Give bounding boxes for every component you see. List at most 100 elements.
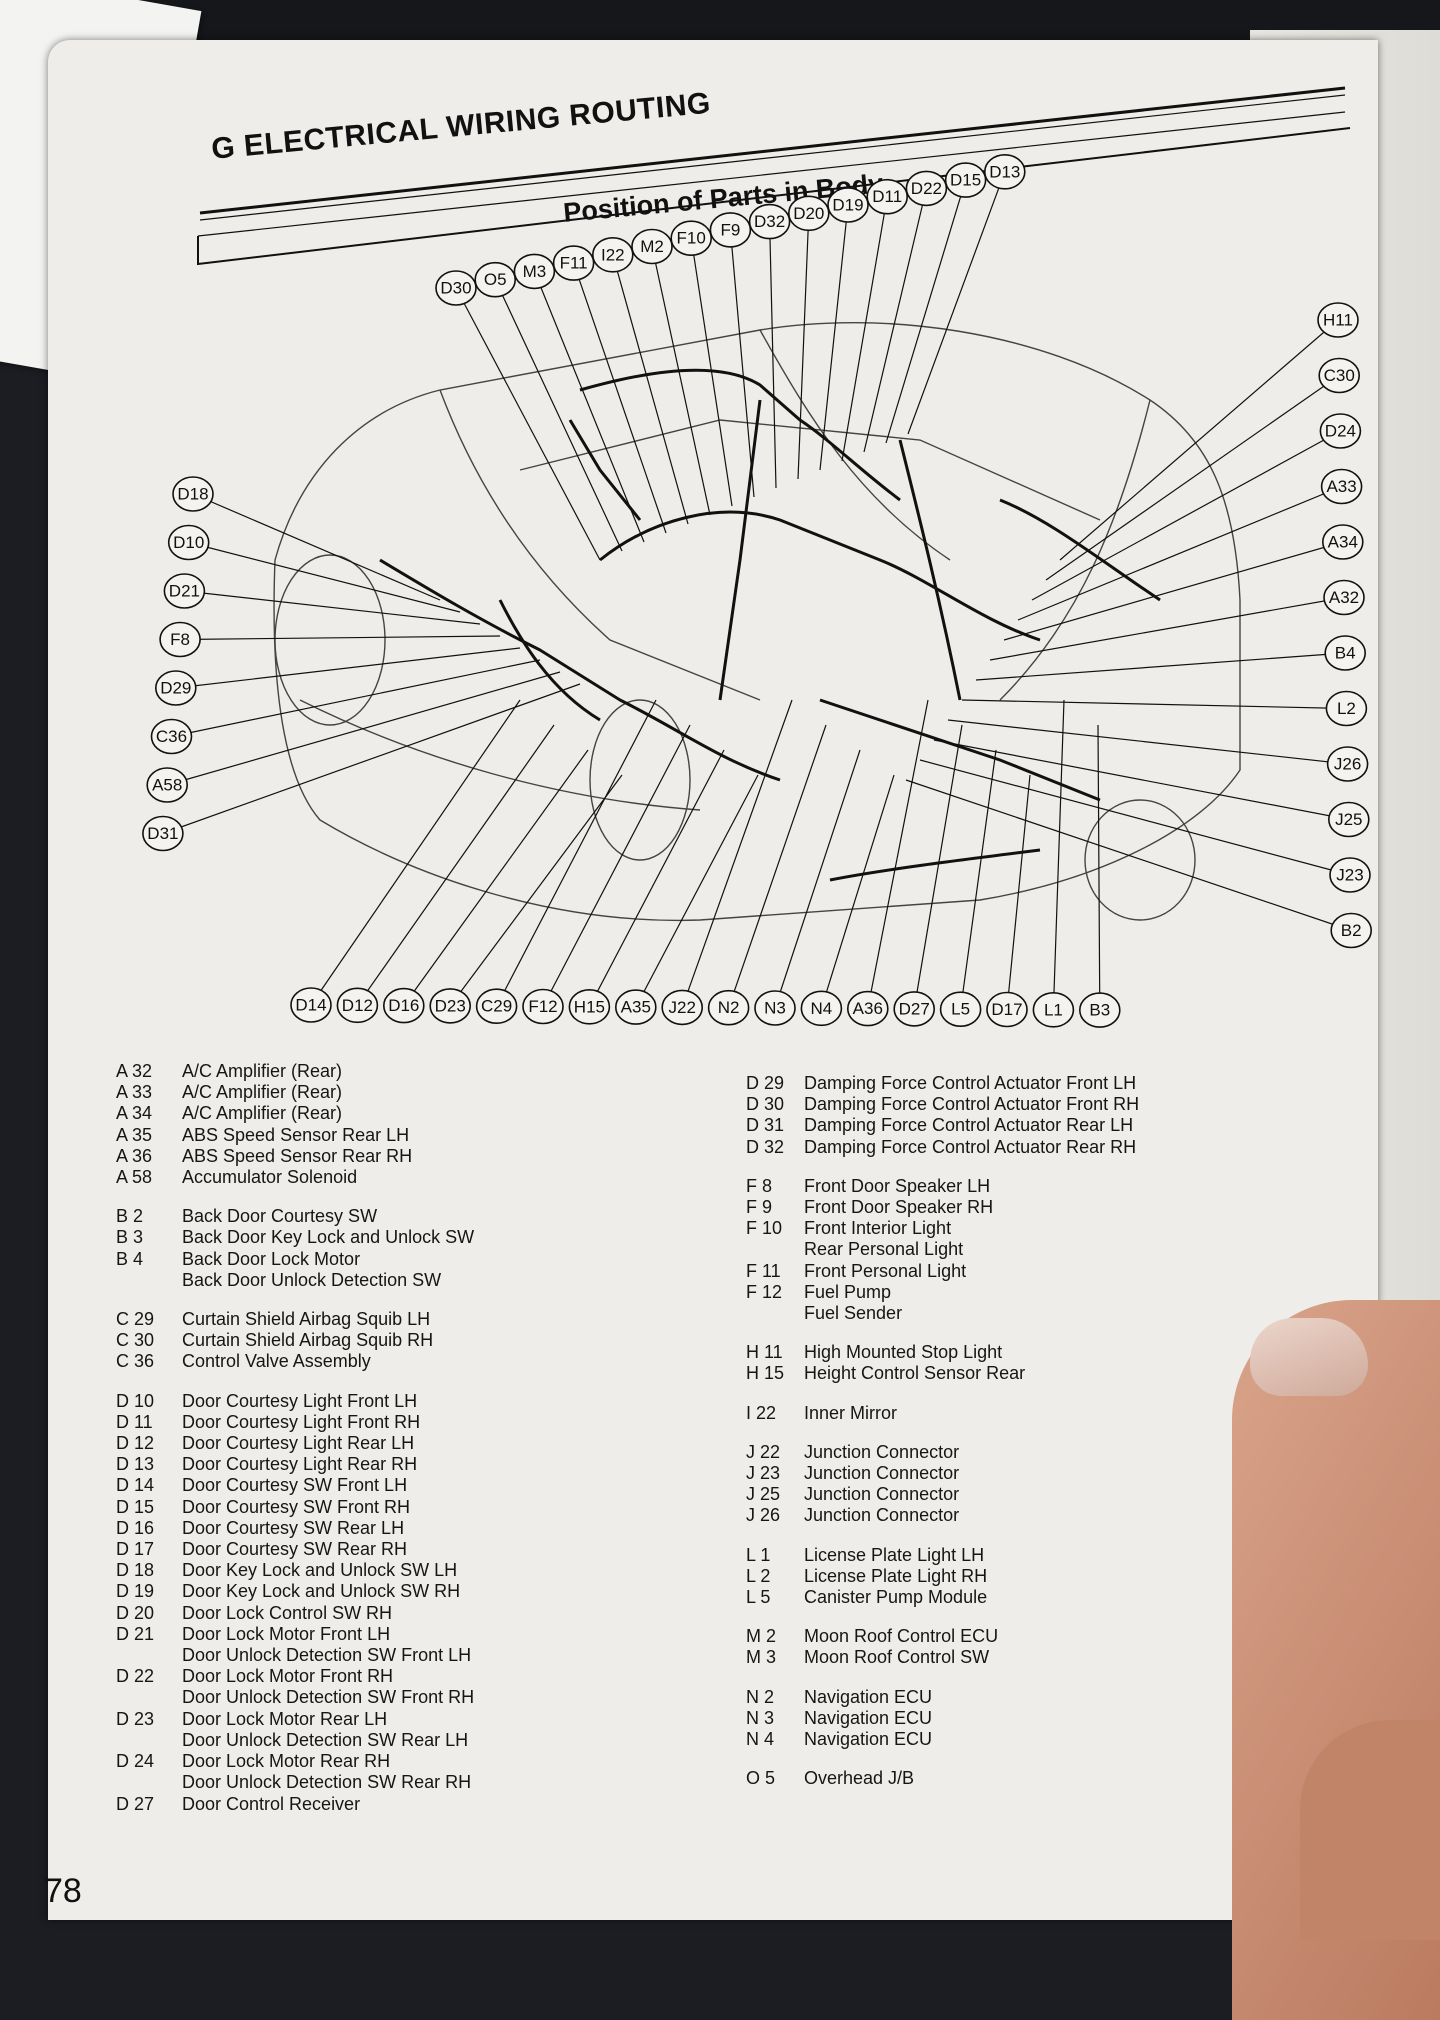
callout-label: L2 bbox=[1337, 699, 1356, 718]
legend-entry: Back Door Unlock Detection SW bbox=[116, 1270, 474, 1291]
callout-a36: A36 bbox=[846, 990, 889, 1027]
legend-name: Back Door Courtesy SW bbox=[182, 1206, 378, 1227]
legend-name: Door Lock Motor Rear LH bbox=[182, 1708, 388, 1729]
legend-name: A/C Amplifier (Rear) bbox=[182, 1061, 343, 1081]
legend-code: D 22 bbox=[116, 1666, 155, 1687]
callout-label: M2 bbox=[640, 237, 664, 256]
leader-line bbox=[1059, 319, 1339, 561]
leader-line bbox=[588, 749, 725, 1008]
callout-label: B2 bbox=[1341, 921, 1362, 940]
leader-line bbox=[947, 719, 1348, 765]
legend-code: F 10 bbox=[746, 1218, 783, 1239]
callout-m3: M3 bbox=[513, 253, 556, 290]
legend-code: J 25 bbox=[746, 1484, 781, 1505]
legend-code: D 32 bbox=[746, 1136, 785, 1157]
leader-line bbox=[542, 724, 691, 1007]
leader-line bbox=[310, 699, 521, 1006]
leader-line bbox=[180, 635, 501, 641]
callout-label: F12 bbox=[528, 997, 557, 1016]
wiring-harness bbox=[379, 368, 1161, 882]
leader-line bbox=[1045, 375, 1340, 581]
callout-d11: D11 bbox=[866, 178, 909, 215]
leader-line bbox=[184, 590, 481, 625]
legend-code: L 2 bbox=[746, 1565, 771, 1586]
callout-label: D17 bbox=[991, 1000, 1022, 1019]
legend-group-gap bbox=[116, 1291, 474, 1309]
legend-name: A/C Amplifier (Rear) bbox=[182, 1103, 343, 1124]
callout-label: A35 bbox=[621, 998, 651, 1017]
legend-name: Height Control Sensor Rear bbox=[804, 1363, 1026, 1384]
legend-entry: D 32 Damping Force Control Actuator Rear … bbox=[746, 1137, 1139, 1158]
leader-line bbox=[863, 188, 927, 453]
legend-code: D 24 bbox=[116, 1751, 155, 1772]
leader-line bbox=[885, 179, 967, 444]
callout-d24: D24 bbox=[1319, 413, 1362, 449]
legend-code: F 9 bbox=[746, 1197, 773, 1218]
leader-line bbox=[171, 659, 541, 738]
callout-n2: N2 bbox=[707, 989, 750, 1026]
legend-code: B 3 bbox=[116, 1227, 144, 1248]
legend-code: F 12 bbox=[746, 1281, 783, 1302]
legend-name: Control Valve Assembly bbox=[182, 1351, 371, 1372]
legend-name: Curtain Shield Airbag Squib RH bbox=[182, 1330, 434, 1351]
legend-name: Door Lock Motor Rear RH bbox=[182, 1751, 391, 1772]
legend-entry: Door Unlock Detection SW Rear LH bbox=[116, 1730, 474, 1751]
legend-entry: Fuel Sender bbox=[746, 1303, 1139, 1324]
callout-label: D18 bbox=[177, 485, 208, 504]
callout-label: N2 bbox=[718, 998, 740, 1017]
leader-line bbox=[1017, 485, 1342, 621]
legend-code: D 31 bbox=[746, 1115, 785, 1136]
leader-line bbox=[905, 779, 1352, 932]
callout-label: J23 bbox=[1336, 866, 1363, 885]
callout-d31: D31 bbox=[142, 815, 184, 852]
callout-n4: N4 bbox=[800, 990, 843, 1027]
leader-line bbox=[403, 749, 589, 1006]
callout-label: J26 bbox=[1334, 755, 1361, 774]
callout-label: O5 bbox=[484, 270, 507, 289]
leader-line bbox=[690, 238, 733, 507]
legend-name: Door Lock Control SW RH bbox=[182, 1602, 393, 1623]
legend-group-gap bbox=[746, 1527, 1139, 1545]
leader-line bbox=[494, 279, 623, 552]
legend-name: Damping Force Control Actuator Rear RH bbox=[804, 1136, 1137, 1157]
legend-group-gap bbox=[746, 1424, 1139, 1442]
callout-label: J25 bbox=[1335, 810, 1362, 829]
legend-name: Front Door Speaker RH bbox=[804, 1197, 994, 1218]
callout-d22: D22 bbox=[905, 170, 948, 207]
leader-line bbox=[167, 671, 561, 786]
callout-n3: N3 bbox=[754, 990, 796, 1026]
leader-line bbox=[681, 699, 793, 1008]
leader-line bbox=[933, 739, 1349, 821]
callout-h11: H11 bbox=[1317, 302, 1359, 338]
legend-name: Curtain Shield Airbag Squib LH bbox=[182, 1309, 431, 1330]
callout-label: D14 bbox=[295, 996, 326, 1015]
legend-name: Back Door Unlock Detection SW bbox=[182, 1269, 442, 1290]
callout-l1: L1 bbox=[1032, 991, 1075, 1028]
legend-name: Door Courtesy SW Front LH bbox=[182, 1475, 408, 1496]
callout-j23: J23 bbox=[1329, 857, 1371, 893]
legend-name: High Mounted Stop Light bbox=[804, 1342, 1003, 1363]
legend-code: O 5 bbox=[746, 1768, 776, 1789]
legend-code: A 33 bbox=[116, 1082, 153, 1103]
page-number: 78 bbox=[44, 1872, 82, 1910]
leader-line bbox=[449, 774, 623, 1007]
legend-code: C 30 bbox=[116, 1330, 155, 1351]
callout-label: C30 bbox=[1324, 366, 1355, 385]
callout-d27: D27 bbox=[893, 991, 936, 1027]
leader-line bbox=[612, 254, 689, 525]
callout-a58: A58 bbox=[146, 767, 188, 803]
callout-label: N4 bbox=[811, 999, 833, 1018]
callout-label: D16 bbox=[388, 996, 419, 1015]
leader-line bbox=[496, 699, 657, 1007]
